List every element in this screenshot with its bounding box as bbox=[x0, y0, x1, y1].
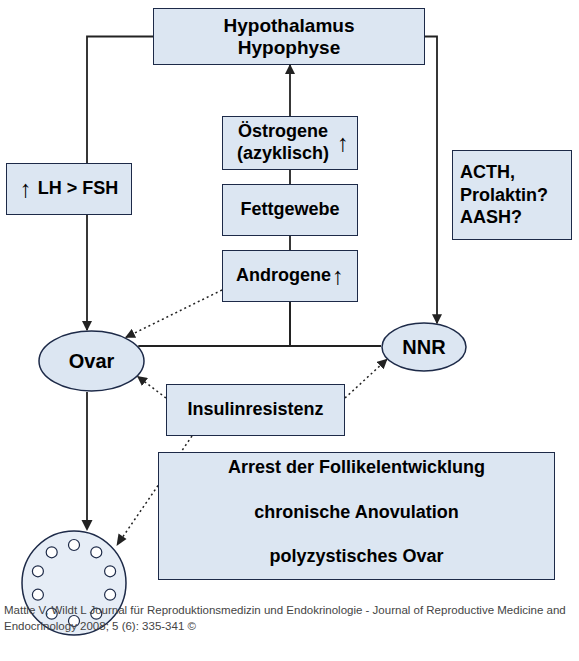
follicle bbox=[91, 547, 102, 558]
process-box: Fettgewebe bbox=[222, 184, 358, 236]
connector bbox=[86, 215, 88, 330]
node-label: ↑ bbox=[337, 131, 349, 155]
arrow-head bbox=[117, 534, 127, 547]
dotted-connector bbox=[126, 290, 222, 337]
process-box: Androgene↑ bbox=[222, 250, 358, 302]
organ-ellipse: Ovar bbox=[38, 330, 145, 392]
arrow-line bbox=[86, 392, 88, 521]
node-label: Östrogene (azyklisch) bbox=[231, 121, 335, 164]
connector bbox=[87, 37, 153, 164]
follicle bbox=[32, 566, 43, 577]
connector bbox=[290, 302, 381, 346]
connector bbox=[138, 302, 290, 346]
node-label: Hypothalamus Hypophyse bbox=[214, 15, 364, 59]
process-box: Hypothalamus Hypophyse bbox=[153, 8, 425, 65]
connector bbox=[289, 170, 291, 184]
outcome-box: Arrest der Follikelentwicklung chronische… bbox=[158, 452, 555, 580]
ellipse-shape bbox=[39, 331, 144, 391]
note-box: ACTH, Prolaktin? AASH? bbox=[452, 150, 572, 240]
follicle bbox=[46, 547, 57, 558]
ovary-illustration bbox=[22, 531, 126, 635]
dotted-connector bbox=[345, 360, 387, 399]
process-box: Insulinresistenz bbox=[166, 384, 345, 436]
ellipse-shape bbox=[382, 323, 466, 371]
connector bbox=[289, 65, 291, 116]
node-label: polyzystisches Ovar bbox=[159, 546, 554, 568]
connector bbox=[425, 37, 437, 324]
source-caption: Mattle V, Wildt L Journal für Reprodukti… bbox=[4, 603, 577, 634]
node-label: Insulinresistenz bbox=[187, 399, 323, 421]
node-label: Arrest der Follikelentwicklung bbox=[159, 457, 554, 479]
node-label: chronische Anovulation bbox=[159, 502, 554, 524]
process-box: Östrogene (azyklisch)↑ bbox=[222, 116, 358, 170]
connector bbox=[289, 236, 291, 250]
follicle bbox=[105, 589, 116, 600]
dotted-connector bbox=[138, 377, 166, 399]
node-label: Androgene bbox=[236, 265, 331, 287]
node-label: ↑ bbox=[20, 177, 32, 201]
node-label: ↑ bbox=[332, 264, 344, 288]
node-label: Fettgewebe bbox=[240, 199, 339, 221]
process-box: ↑ LH > FSH bbox=[6, 163, 132, 215]
node-label: LH > FSH bbox=[38, 178, 119, 200]
node-label: ACTH, Prolaktin? AASH? bbox=[460, 161, 564, 229]
arrow-head bbox=[82, 520, 93, 531]
follicle bbox=[32, 589, 43, 600]
follicle bbox=[105, 566, 116, 577]
node-label: NNR bbox=[402, 335, 445, 359]
organ-ellipse: NNR bbox=[381, 322, 467, 372]
node-label: Ovar bbox=[69, 349, 115, 373]
follicle bbox=[69, 540, 80, 551]
